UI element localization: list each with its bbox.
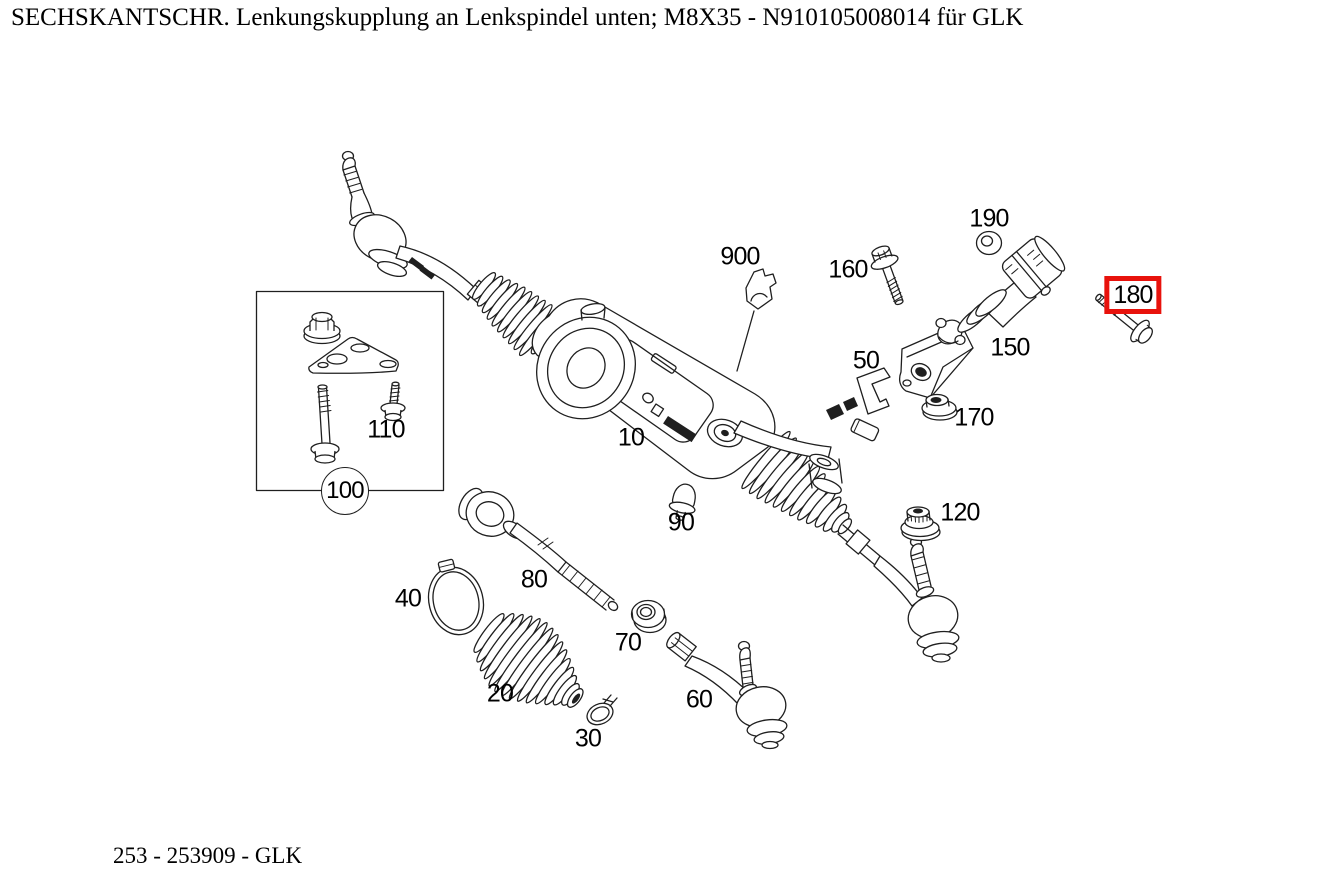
part-label-60[interactable]: 60 xyxy=(685,685,713,714)
mount-bushing xyxy=(808,453,843,495)
part-10-steering-gear xyxy=(341,150,960,663)
part-70-nut xyxy=(630,599,667,634)
catalog-reference: 253 - 253909 - GLK xyxy=(113,843,303,868)
part-label-50[interactable]: 50 xyxy=(852,346,880,375)
part-label-110[interactable]: 110 xyxy=(367,415,405,444)
part-label-90[interactable]: 90 xyxy=(667,508,695,537)
part-label-10[interactable]: 10 xyxy=(617,423,645,452)
part-170-nut xyxy=(921,393,958,421)
page-title: SECHSKANTSCHR. Lenkungskupplung an Lenks… xyxy=(11,4,1024,31)
part-900-cap xyxy=(745,268,777,310)
part-label-120[interactable]: 120 xyxy=(940,498,980,527)
left-tie-rod-end xyxy=(341,150,494,307)
part-160-bolt xyxy=(870,245,904,306)
part-90-cap xyxy=(668,483,696,521)
part-label-20[interactable]: 20 xyxy=(486,679,514,708)
leader-line-900 xyxy=(736,310,755,372)
part-label-160[interactable]: 160 xyxy=(828,255,868,284)
part-20-boot xyxy=(473,612,584,708)
part-label-40[interactable]: 40 xyxy=(394,584,422,613)
kit-long-bolt xyxy=(310,384,340,464)
part-60-tie-rod-end xyxy=(666,631,788,750)
gear-housing xyxy=(531,298,776,480)
part-label-180[interactable]: 180 xyxy=(1104,276,1162,314)
part-30-clamp xyxy=(586,694,618,726)
part-label-150[interactable]: 150 xyxy=(990,333,1030,362)
part-label-190[interactable]: 190 xyxy=(969,204,1009,233)
part-label-70[interactable]: 70 xyxy=(614,628,642,657)
part-label-900[interactable]: 900 xyxy=(720,242,760,271)
part-label-30[interactable]: 30 xyxy=(574,724,602,753)
part-100-kit-box xyxy=(255,290,445,492)
part-110-bolt xyxy=(380,381,406,422)
part-label-80[interactable]: 80 xyxy=(520,565,548,594)
part-label-100[interactable]: 100 xyxy=(321,467,369,515)
part-150-coupling xyxy=(899,235,1066,399)
part-label-170[interactable]: 170 xyxy=(954,403,994,432)
part-120-nut xyxy=(900,506,941,542)
part-190-washer xyxy=(975,230,1003,256)
part-50-bracket xyxy=(856,367,891,415)
part-40-clamp xyxy=(427,558,485,636)
right-tie-rod xyxy=(837,524,960,663)
part-80-inner-tie-rod xyxy=(458,487,619,612)
